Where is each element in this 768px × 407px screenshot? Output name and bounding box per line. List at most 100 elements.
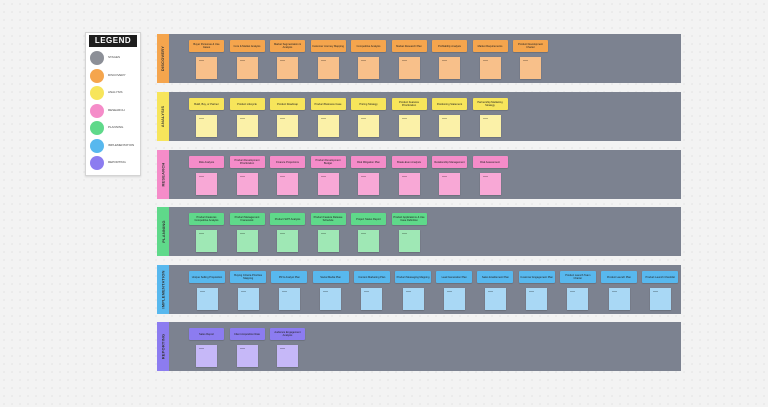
sticky-note[interactable] — [277, 173, 298, 195]
task-card[interactable]: Build, Buy, or Partner — [189, 98, 224, 110]
task-card[interactable]: Content Marketing Plan — [353, 271, 390, 283]
task-card[interactable]: Product SWT Analysis — [270, 213, 305, 225]
task-card[interactable]: Core & Market Analysis — [229, 40, 265, 52]
task-card[interactable]: Product Development Budget — [310, 156, 346, 168]
task-card[interactable]: Risk Assessment — [472, 156, 508, 168]
task-card[interactable]: Competitive Analysis — [351, 40, 386, 52]
sticky-note[interactable] — [398, 57, 420, 79]
sticky-note[interactable] — [277, 230, 298, 252]
sticky-note[interactable] — [320, 288, 342, 310]
legend-label: PLANNING — [108, 125, 124, 129]
task-card[interactable]: Customer Engagement Plan — [518, 271, 555, 283]
task-card[interactable]: Product Launch Plan — [601, 271, 637, 283]
task-card[interactable]: Market Requirements — [472, 40, 508, 52]
task-card[interactable]: Product Features Competitive Analysis — [189, 213, 224, 225]
sticky-note[interactable] — [317, 57, 339, 79]
task-card[interactable]: Market Segmentation & Analysis — [270, 40, 305, 52]
sticky-note[interactable] — [479, 173, 501, 195]
task-card[interactable]: Customer Journey Mapping — [310, 40, 346, 52]
sticky-note[interactable] — [479, 115, 501, 137]
sticky-note[interactable] — [398, 230, 420, 252]
sticky-note[interactable] — [236, 173, 258, 195]
task-card[interactable]: Product Features Prioritization — [391, 98, 427, 110]
sticky-note[interactable] — [484, 288, 506, 310]
task-card[interactable]: Sales Report — [189, 328, 224, 340]
sticky-note[interactable] — [520, 57, 541, 79]
task-card[interactable]: Relationship Management — [432, 156, 467, 168]
legend-color-dot — [90, 156, 104, 170]
sticky-note-line — [280, 233, 285, 234]
task-card[interactable]: Product Business Case — [310, 98, 346, 110]
task-card[interactable]: Product Launch Checklist — [642, 271, 679, 283]
lane-title: DISCOVERY — [160, 45, 166, 72]
task-card[interactable]: Client Acquisition Rate — [229, 328, 265, 340]
sticky-note[interactable] — [236, 115, 258, 137]
sticky-note[interactable] — [196, 57, 217, 79]
task-card[interactable]: Buyer Personas & Use Cases — [189, 40, 224, 52]
sticky-note[interactable] — [278, 288, 300, 310]
sticky-note[interactable] — [317, 115, 339, 137]
task-card[interactable]: Risk Mitigation Plan — [351, 156, 386, 168]
sticky-note[interactable] — [196, 115, 217, 137]
sticky-note[interactable] — [398, 173, 420, 195]
sticky-note[interactable] — [649, 288, 671, 310]
task-card[interactable]: Lead Generation Plan — [436, 271, 473, 283]
task-card[interactable]: Market Research Plan — [391, 40, 427, 52]
sticky-note[interactable] — [358, 57, 379, 79]
sticky-note[interactable] — [398, 115, 420, 137]
sticky-note[interactable] — [402, 288, 424, 310]
sticky-note[interactable] — [526, 288, 548, 310]
sticky-note[interactable] — [567, 288, 589, 310]
sticky-note[interactable] — [443, 288, 465, 310]
sticky-note[interactable] — [236, 345, 258, 367]
sticky-note-line — [280, 60, 285, 61]
task-card[interactable]: Pricing Strategy — [351, 98, 386, 110]
task-card[interactable]: Risk Analysis — [189, 156, 224, 168]
task-card[interactable]: Product Development Charter — [513, 40, 548, 52]
sticky-note[interactable] — [358, 230, 379, 252]
task-card[interactable]: Product Roadmap — [270, 98, 305, 110]
sticky-note[interactable] — [236, 230, 258, 252]
task-card[interactable]: Finance Projections — [270, 156, 305, 168]
sticky-note-line — [482, 118, 488, 119]
sticky-note[interactable] — [439, 57, 460, 79]
sticky-note[interactable] — [236, 57, 258, 79]
sticky-note[interactable] — [196, 288, 218, 310]
task-card[interactable]: Product Launch Team Charter — [559, 271, 596, 283]
task-card[interactable]: Product Management Framework — [229, 213, 265, 225]
task-card[interactable]: Buying Criteria Priorities Mapping — [230, 271, 267, 283]
task-card[interactable]: Audience Engagement Analysis — [270, 328, 305, 340]
task-card[interactable]: Product Development Prioritization — [229, 156, 265, 168]
sticky-note[interactable] — [439, 115, 460, 137]
task-card[interactable]: Project Status Report — [351, 213, 386, 225]
sticky-note[interactable] — [277, 115, 298, 137]
task-card[interactable]: Break-Even Analysis — [391, 156, 427, 168]
task-card[interactable]: Profitability Analysis — [432, 40, 467, 52]
sticky-note[interactable] — [608, 288, 630, 310]
task-card[interactable]: Partnership Marketing Strategy — [472, 98, 508, 110]
sticky-note[interactable] — [277, 57, 298, 79]
sticky-note[interactable] — [358, 173, 379, 195]
task-card[interactable]: Unique Selling Proposition — [189, 271, 225, 283]
task-card[interactable]: Product Lifecycle — [229, 98, 265, 110]
sticky-note[interactable] — [277, 345, 298, 367]
sticky-note[interactable] — [196, 230, 217, 252]
sticky-note[interactable] — [361, 288, 383, 310]
sticky-note[interactable] — [439, 173, 460, 195]
sticky-note-line — [281, 291, 287, 292]
task-card[interactable]: Product Feature Release Schedule — [310, 213, 346, 225]
sticky-note[interactable] — [317, 173, 339, 195]
task-card[interactable]: Sales Enablement Plan — [477, 271, 514, 283]
task-card[interactable]: Product Applications & Use Case Definiti… — [391, 213, 427, 225]
sticky-note[interactable] — [237, 288, 259, 310]
sticky-note[interactable] — [196, 345, 217, 367]
sticky-note[interactable] — [317, 230, 339, 252]
sticky-note[interactable] — [196, 173, 217, 195]
sticky-note[interactable] — [479, 57, 501, 79]
task-card[interactable]: Positioning Statement — [432, 98, 467, 110]
task-card[interactable]: PR & Analyst Plan — [271, 271, 308, 283]
task-card[interactable]: Product Messaging Mapping — [395, 271, 431, 283]
task-card[interactable]: Social Media Plan — [312, 271, 349, 283]
sticky-note[interactable] — [358, 115, 379, 137]
